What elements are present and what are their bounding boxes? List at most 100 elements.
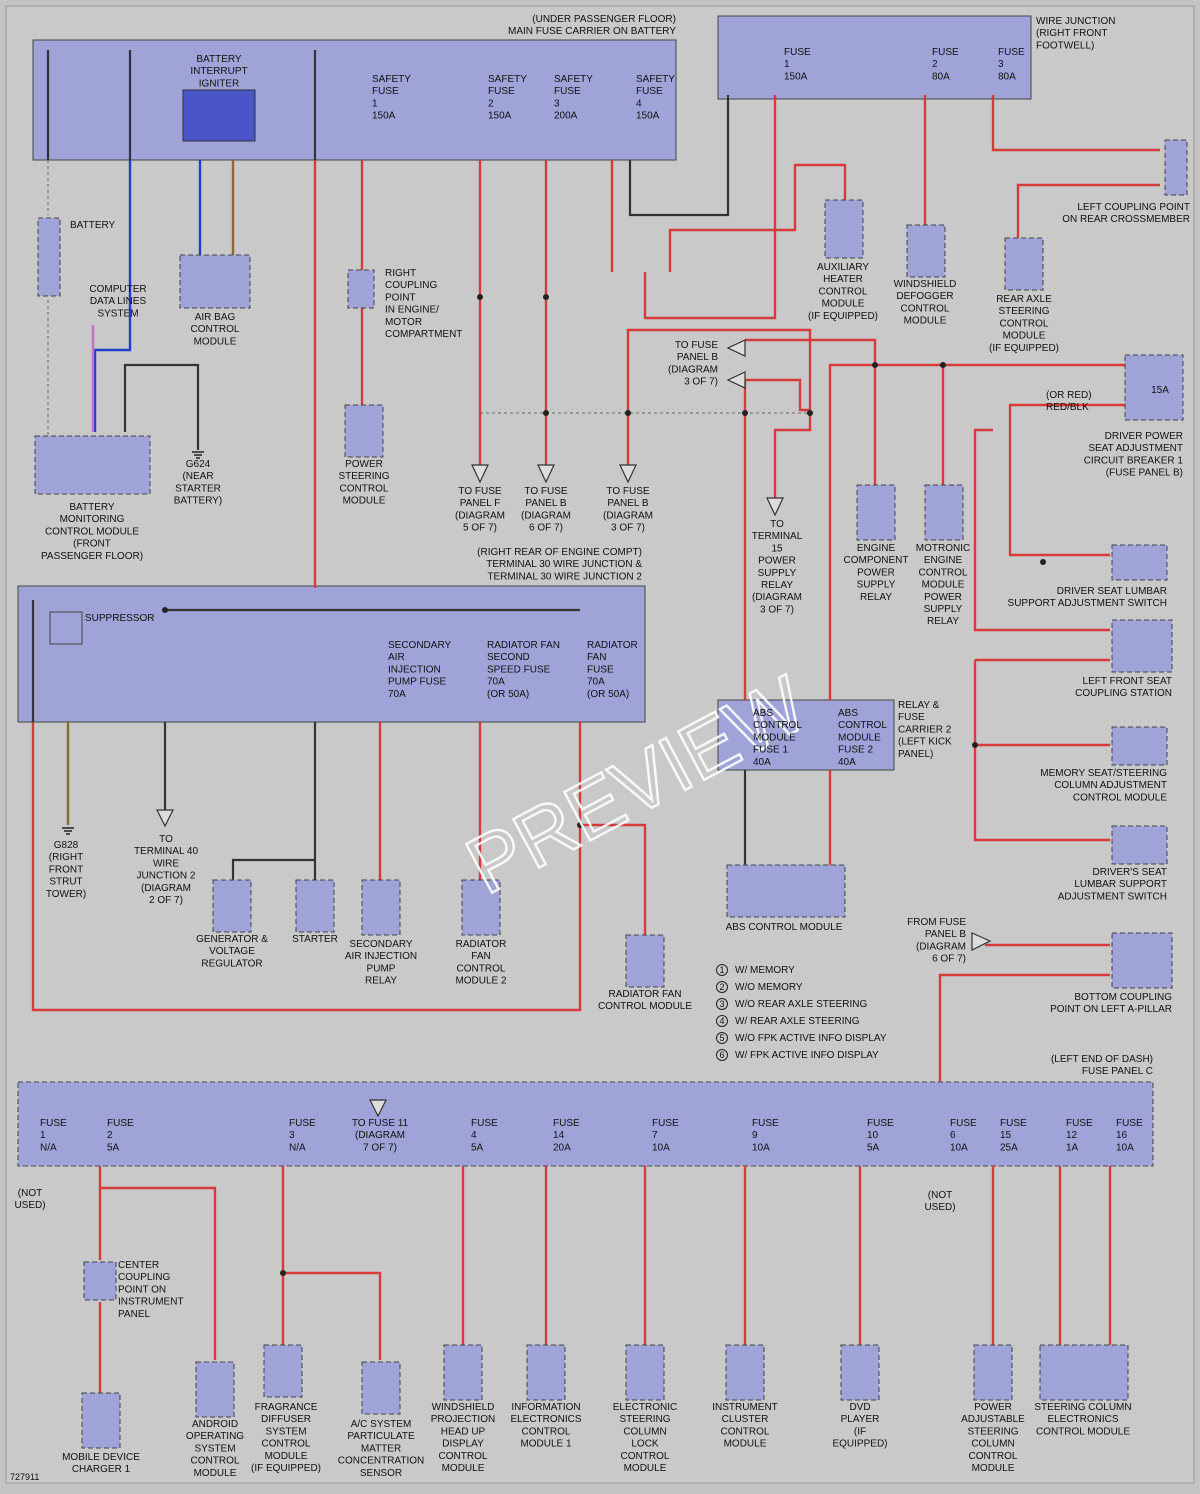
sc-elec-box: [1039, 1344, 1129, 1401]
legend-marker: [716, 1032, 728, 1044]
wire-red-to-panel-b: [626, 328, 812, 465]
label-abs-cm: ABS CONTROL MODULE: [726, 922, 843, 933]
legend-marker: [716, 1049, 728, 1061]
right-coupling-box: [347, 269, 375, 309]
info-elec-box: [526, 1344, 566, 1401]
sec-air-relay-box: [361, 879, 401, 936]
terminal30-junction-box: [17, 585, 646, 723]
left-coupling-rear-box: [1164, 139, 1188, 196]
wire-red-loop: [31, 722, 582, 1012]
ref-triangles: [156, 339, 992, 1118]
splice-dots: [162, 294, 1046, 1276]
legend-text: W/O REAR AXLE STEERING: [735, 999, 867, 1010]
center-coupling-box: [83, 1261, 117, 1301]
rad-fan-cm-box: [625, 934, 665, 988]
legend-marker: [716, 998, 728, 1010]
label-battery: BATTERY: [70, 220, 116, 231]
aux-heater-box: [824, 199, 864, 259]
dvd-box: [840, 1344, 880, 1401]
main-fuse-carrier-box: [32, 39, 677, 161]
hud-box: [443, 1344, 483, 1401]
wire-red-abs2: [828, 363, 1125, 700]
legend-text: W/ FPK ACTIVE INFO DISPLAY: [735, 1050, 879, 1061]
wire-red-lumbar: [1008, 403, 1125, 557]
battery-igniter-block: [182, 89, 256, 142]
bmcm-box: [34, 435, 151, 495]
wire-red-t17ax: [938, 973, 1110, 1082]
wire-red-b1a: [643, 95, 777, 320]
drivers-lumbar-box: [1111, 825, 1168, 865]
wire-red-blk-seat: [973, 428, 1110, 632]
mobile-charger-box: [81, 1392, 121, 1449]
power-steering-box: [344, 404, 384, 458]
wire-blk-generator: [231, 858, 315, 880]
power-adj-box: [973, 1344, 1013, 1401]
wire-red-term15: [773, 410, 812, 500]
wire-red-blu-ac: [283, 1271, 382, 1360]
terminal30-label: (RIGHT REAR OF ENGINE COMPT)TERMINAL 30 …: [477, 547, 642, 582]
battery-symbol: [37, 217, 61, 297]
airbag-module-box: [179, 254, 251, 309]
wire-blk-h1a: [628, 95, 730, 217]
rad-fan-cm2-box: [461, 879, 501, 936]
wire-junction-box: [717, 15, 1032, 100]
starter-box: [295, 879, 335, 933]
legend-num: 3: [719, 999, 724, 1009]
wire-red-t2ap: [1016, 183, 1160, 238]
wire-blk-g624: [123, 363, 200, 450]
legend-text: W/ MEMORY: [735, 965, 795, 976]
main-fuse-carrier-label: (UNDER PASSENGER FLOOR)MAIN FUSE CARRIER…: [508, 14, 676, 37]
label-starter: STARTER: [292, 934, 338, 945]
wire-red-b-marker: [745, 378, 810, 412]
memory-seat-box: [1111, 726, 1168, 766]
legend-num: 1: [719, 965, 724, 975]
note-or-red: (OR RED): [1046, 390, 1092, 401]
legend-marker: [716, 981, 728, 993]
suppressor-label: SUPPRESSOR: [85, 613, 154, 624]
driver-lumbar-box: [1111, 544, 1168, 581]
abs-cm-box: [726, 864, 846, 918]
